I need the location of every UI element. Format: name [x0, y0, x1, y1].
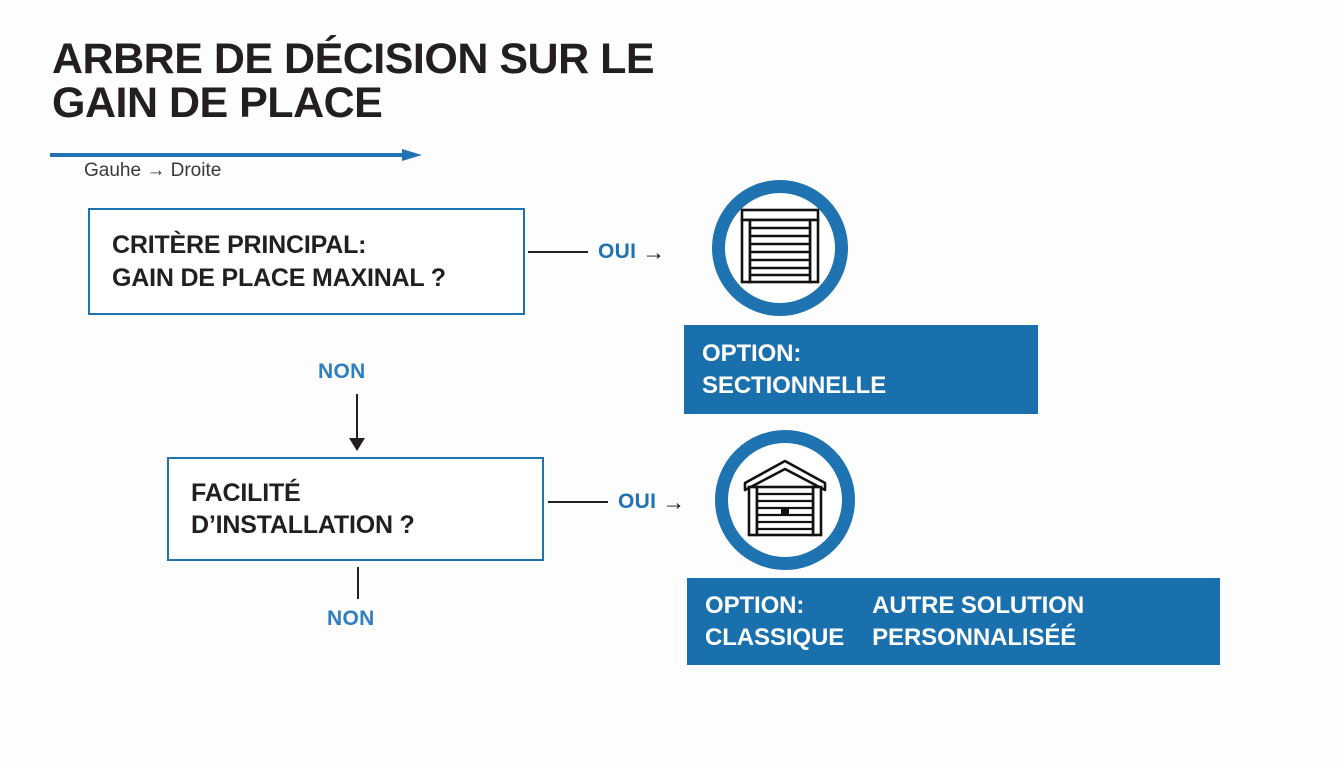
- outcome-banner-label-primary: OPTION: CLASSIQUE: [705, 592, 845, 651]
- gabled-garage-door-icon: [740, 457, 830, 544]
- outcome-icon-badge-classique[interactable]: [715, 430, 855, 570]
- connector-yes-label: OUI: [598, 240, 637, 263]
- connector-line-vertical-1: [356, 394, 358, 442]
- decision-node-label: CRITÈRE PRINCIPAL: GAIN DE PLACE MAXINAL…: [112, 231, 446, 292]
- connector-line: [528, 251, 588, 253]
- connector-yes-1: OUI →: [528, 237, 665, 267]
- outcome-banner-classique: OPTION: CLASSIQUE AUTRE SOLUTION PERSONN…: [687, 578, 1220, 665]
- decision-node-facilite-installation[interactable]: FACILITÉ D’INSTALLATION ?: [167, 457, 544, 561]
- connector-line: [548, 501, 608, 503]
- outcome-banner-sectionnelle: OPTION: SECTIONNELLE: [684, 325, 1038, 414]
- connector-no-label-2: NON: [327, 607, 375, 630]
- arrow-right-icon: →: [662, 488, 686, 515]
- flow-direction-label: Gauhe → Droite: [84, 160, 222, 181]
- decision-node-critere-principal[interactable]: CRITÈRE PRINCIPAL: GAIN DE PLACE MAXINAL…: [88, 208, 525, 315]
- connector-yes-label: OUI: [618, 490, 657, 513]
- flow-direction-arrow-icon: [50, 148, 422, 161]
- connector-no-label-1: NON: [318, 360, 366, 383]
- sectional-garage-door-icon: [737, 207, 823, 290]
- outcome-icon-badge-sectionnelle[interactable]: [712, 180, 848, 316]
- arrow-right-icon: →: [642, 238, 666, 265]
- arrow-down-icon: [349, 438, 365, 451]
- connector-yes-2: OUI →: [548, 487, 685, 517]
- decision-node-label: FACILITÉ D’INSTALLATION ?: [191, 478, 415, 540]
- page-title: ARBRE DE DÉCISION SUR LE GAIN DE PLACE: [52, 35, 655, 127]
- connector-line-vertical-2: [357, 567, 359, 599]
- outcome-banner-label: OPTION: SECTIONNELLE: [702, 340, 887, 399]
- outcome-banner-label-secondary: AUTRE SOLUTION PERSONNALISÉÉ: [872, 592, 1085, 651]
